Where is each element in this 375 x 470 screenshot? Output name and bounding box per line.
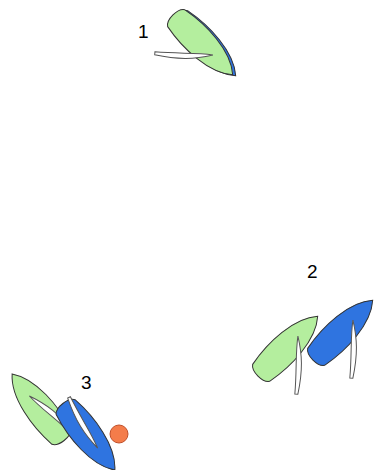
callout-number: 3 bbox=[81, 373, 92, 392]
callout-number: 2 bbox=[307, 262, 318, 281]
callout-number: 1 bbox=[138, 22, 149, 41]
green-boat bbox=[143, 5, 243, 105]
blue-boat bbox=[303, 290, 375, 390]
mark-buoy bbox=[110, 425, 128, 443]
